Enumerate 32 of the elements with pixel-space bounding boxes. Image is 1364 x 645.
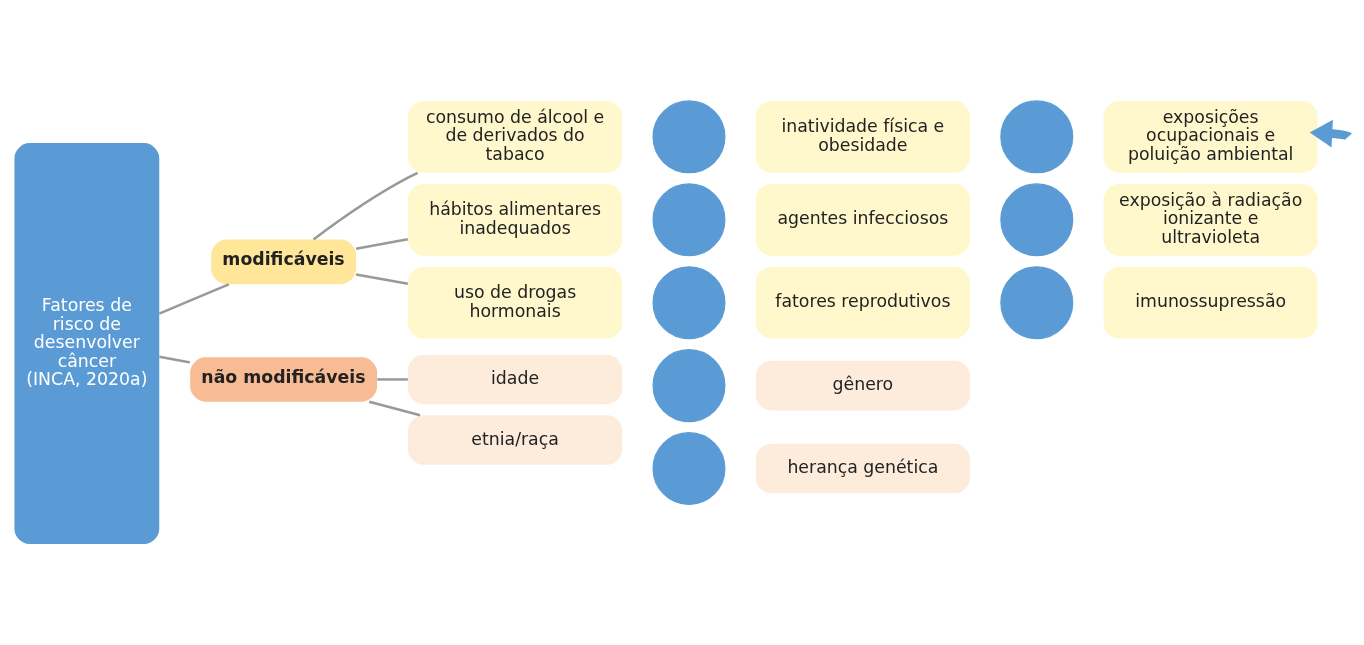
arrow bbox=[1309, 119, 1351, 148]
node-box: uso de drogas hormonais bbox=[408, 266, 623, 339]
node-plus bbox=[1000, 183, 1074, 257]
node-box: herança genética bbox=[755, 443, 970, 494]
node-box: hábitos alimentares inadequados bbox=[408, 183, 623, 256]
connector bbox=[158, 283, 230, 315]
node-plus bbox=[1000, 100, 1074, 174]
node-box: consumo de álcool e de derivados do tabaco bbox=[408, 100, 623, 173]
node-box: exposições ocupacionais e poluição ambiental bbox=[1103, 100, 1318, 173]
node-plus bbox=[652, 432, 726, 506]
node-plus bbox=[652, 183, 726, 257]
node-box: fatores reprodutivos bbox=[755, 266, 970, 339]
connector bbox=[377, 378, 408, 381]
node-plus bbox=[652, 349, 726, 423]
node-box: exposição à radiação ionizante e ultravioleta bbox=[1103, 183, 1318, 256]
node-box: modificáveis bbox=[211, 239, 357, 285]
node-box: Fatores de risco de desenvolver câncer (INCA, 2020a) bbox=[14, 143, 160, 545]
node-box: idade bbox=[408, 354, 623, 405]
node-box: imunossupressão bbox=[1103, 266, 1318, 339]
node-box: inatividade física e obesidade bbox=[755, 100, 970, 173]
node-plus bbox=[652, 100, 726, 174]
connector bbox=[355, 238, 409, 250]
connector bbox=[355, 273, 409, 285]
node-box: etnia/raça bbox=[408, 415, 623, 465]
node-plus bbox=[1000, 266, 1074, 340]
connector bbox=[368, 400, 421, 417]
node-box: não modificáveis bbox=[190, 357, 378, 402]
node-box: gênero bbox=[755, 360, 970, 411]
node-box: agentes infecciosos bbox=[755, 183, 970, 256]
node-plus bbox=[652, 266, 726, 340]
connector bbox=[312, 171, 419, 241]
connector bbox=[159, 355, 191, 364]
